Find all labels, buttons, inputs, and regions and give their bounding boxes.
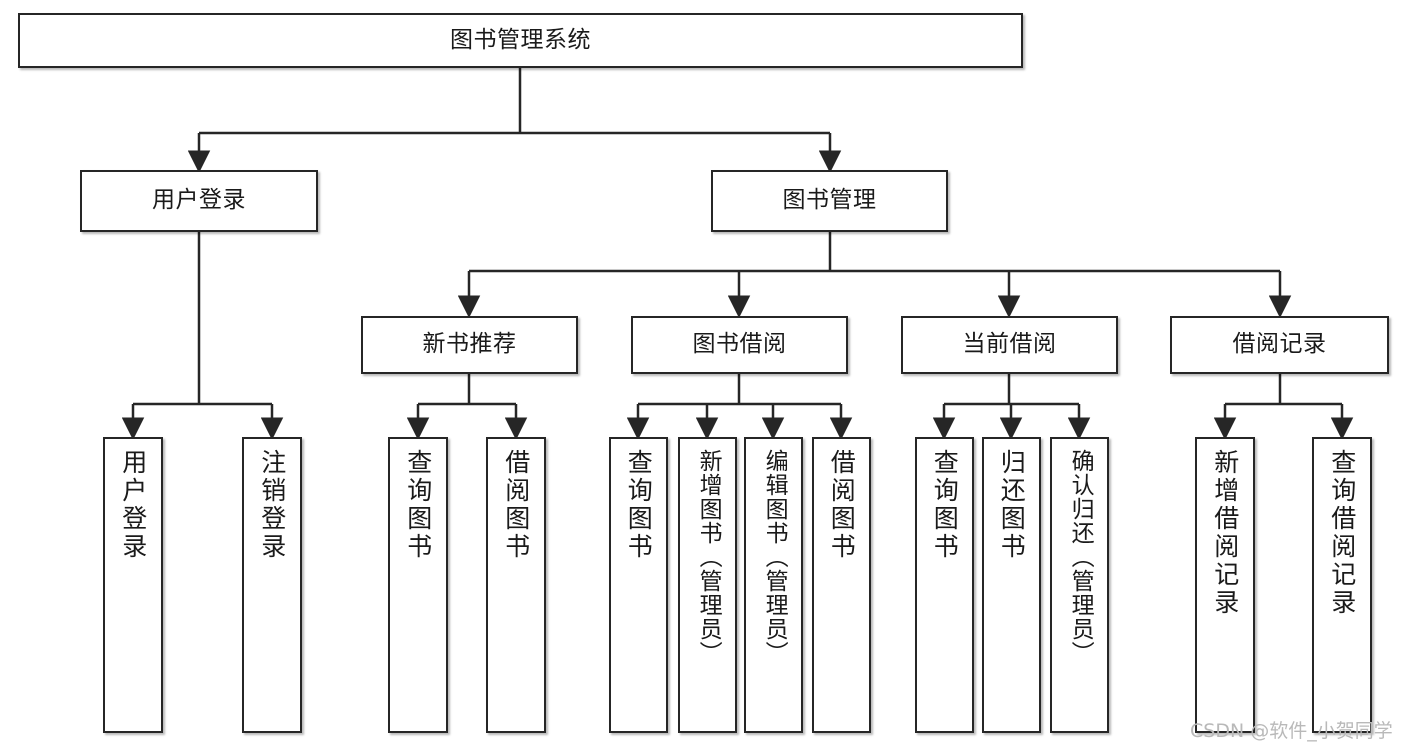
node-leaf-user-logout[interactable]: 注销登录 xyxy=(242,437,302,733)
node-leaf-borrow-book-1[interactable]: 借阅图书 xyxy=(486,437,546,733)
node-leaf-query-book-1[interactable]: 查询图书 xyxy=(388,437,448,733)
node-leaf-query-book-3[interactable]: 查询图书 xyxy=(915,437,974,733)
node-current-borrow-label: 当前借阅 xyxy=(962,331,1057,358)
node-leaf-return-book[interactable]: 归还图书 xyxy=(982,437,1041,733)
edge-bookmanage-to-level3 xyxy=(457,232,1292,318)
node-book-borrow-label: 图书借阅 xyxy=(692,331,787,358)
node-leaf-query-book-1-label: 查询图书 xyxy=(403,449,433,561)
node-leaf-confirm-return-label: 确认归还（管理员） xyxy=(1067,449,1094,665)
edge-root-to-level2 xyxy=(187,68,842,173)
node-leaf-user-login-label: 用户登录 xyxy=(118,449,148,561)
node-current-borrow[interactable]: 当前借阅 xyxy=(901,316,1118,374)
node-leaf-add-record-label: 新增借阅记录 xyxy=(1210,449,1240,617)
node-new-book-recommend-label: 新书推荐 xyxy=(422,331,517,358)
node-root[interactable]: 图书管理系统 xyxy=(18,13,1023,68)
node-leaf-query-book-3-label: 查询图书 xyxy=(930,449,960,561)
node-book-manage[interactable]: 图书管理 xyxy=(711,170,948,232)
node-leaf-borrow-book-2-label: 借阅图书 xyxy=(827,449,857,561)
node-leaf-add-book-label: 新增图书（管理员） xyxy=(695,449,722,665)
watermark-text: CSDN @软件_小贺同学 xyxy=(1190,720,1393,742)
node-leaf-user-logout-label: 注销登录 xyxy=(257,449,287,561)
node-leaf-edit-book-label: 编辑图书（管理员） xyxy=(761,449,788,665)
node-leaf-edit-book[interactable]: 编辑图书（管理员） xyxy=(744,437,803,733)
node-borrow-record-label: 借阅记录 xyxy=(1232,331,1327,358)
node-leaf-add-record[interactable]: 新增借阅记录 xyxy=(1195,437,1255,733)
node-leaf-query-record-label: 查询借阅记录 xyxy=(1327,449,1357,617)
node-leaf-query-book-2-label: 查询图书 xyxy=(624,449,654,561)
node-new-book-recommend[interactable]: 新书推荐 xyxy=(361,316,578,374)
node-root-label: 图书管理系统 xyxy=(450,26,591,53)
edge-currentborrow-to-leaves xyxy=(932,374,1091,440)
node-leaf-query-record[interactable]: 查询借阅记录 xyxy=(1312,437,1372,733)
edge-userlogin-to-leaves xyxy=(121,232,284,440)
node-leaf-borrow-book-1-label: 借阅图书 xyxy=(501,449,531,561)
node-book-borrow[interactable]: 图书借阅 xyxy=(631,316,848,374)
node-leaf-confirm-return[interactable]: 确认归还（管理员） xyxy=(1050,437,1109,733)
node-book-manage-label: 图书管理 xyxy=(782,187,877,214)
node-leaf-return-book-label: 归还图书 xyxy=(997,449,1027,561)
node-user-login[interactable]: 用户登录 xyxy=(80,170,318,232)
node-leaf-user-login[interactable]: 用户登录 xyxy=(103,437,163,733)
node-leaf-borrow-book-2[interactable]: 借阅图书 xyxy=(812,437,871,733)
edge-borrowrecord-to-leaves xyxy=(1213,374,1354,440)
node-leaf-add-book[interactable]: 新增图书（管理员） xyxy=(678,437,737,733)
node-leaf-query-book-2[interactable]: 查询图书 xyxy=(609,437,668,733)
edge-bookborrow-to-leaves xyxy=(626,374,853,440)
node-user-login-label: 用户登录 xyxy=(152,187,246,214)
node-borrow-record[interactable]: 借阅记录 xyxy=(1170,316,1389,374)
edge-newbook-to-leaves xyxy=(406,374,528,440)
